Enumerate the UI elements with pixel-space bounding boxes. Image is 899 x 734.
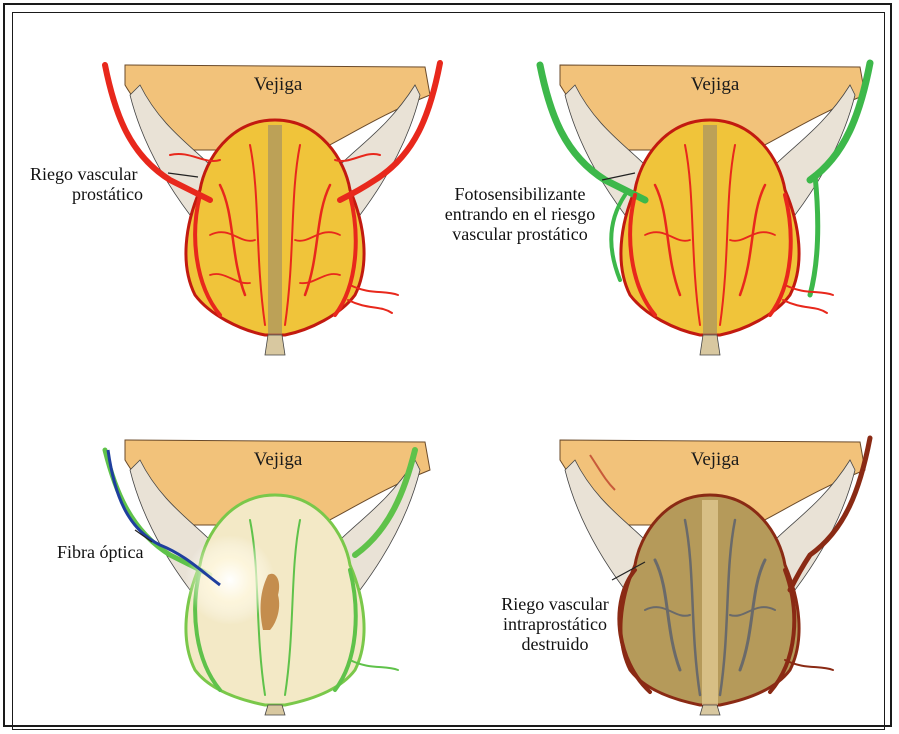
- bladder-label: Vejiga: [254, 449, 303, 470]
- bladder-label: Vejiga: [254, 74, 303, 95]
- prostate-illustration-destroyed: Vejiga Riego vascular intraprostático de…: [440, 430, 880, 715]
- panel-optical-fiber: Vejiga Fibra óptica: [20, 430, 450, 715]
- bladder-label: Vejiga: [691, 449, 740, 470]
- callout-line-1: Fibra óptica: [57, 542, 143, 562]
- callout-line-3: vascular prostático: [452, 224, 587, 244]
- callout-line-2: intraprostático: [503, 614, 607, 634]
- bladder-label: Vejiga: [691, 74, 740, 95]
- callout-line-1: Fotosensibilizante: [455, 184, 586, 204]
- callout-line-1: Riego vascular: [30, 164, 137, 184]
- panel-destroyed: Vejiga Riego vascular intraprostático de…: [440, 430, 880, 715]
- panel-photosensitizer: Vejiga Fotosensibilizante entrando en el…: [440, 55, 880, 355]
- callout-line-1: Riego vascular: [501, 594, 608, 614]
- prostate-illustration-fiber: Vejiga Fibra óptica: [20, 430, 450, 715]
- panel-normal-vascular: Vejiga Riego vascular prostático: [20, 55, 450, 355]
- prostate-illustration-normal: Vejiga Riego vascular prostático: [20, 55, 450, 355]
- prostate-illustration-photosensitizer: Vejiga Fotosensibilizante entrando en el…: [440, 55, 880, 355]
- callout-line-2: entrando en el riesgo: [445, 204, 595, 224]
- callout-line-3: destruido: [522, 634, 589, 654]
- callout-line-2: prostático: [72, 184, 143, 204]
